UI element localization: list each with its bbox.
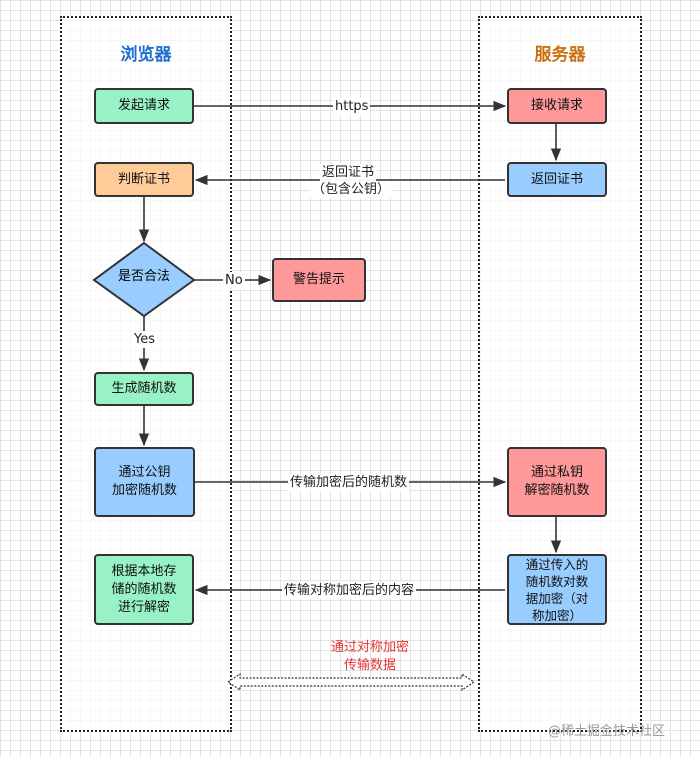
return-cert-node: 返回证书: [507, 162, 607, 197]
encrypted-random-label: 传输加密后的随机数: [288, 474, 410, 491]
https-label: https: [333, 98, 371, 115]
warning-node: 警告提示: [272, 258, 366, 302]
decrypt-data-node: 根据本地存 储的随机数 进行解密: [94, 554, 194, 625]
return-cert-label-line2: （包含公钥）: [310, 181, 393, 198]
return-cert-label-line1: 返回证书: [320, 164, 377, 181]
browser-lane-title: 浏览器: [120, 45, 172, 65]
decrypt-random-node: 通过私钥 解密随机数: [507, 447, 607, 517]
symmetric-transfer-arrow: [226, 672, 476, 692]
server-lane-title: 服务器: [534, 45, 586, 65]
no-label: No: [223, 272, 245, 289]
yes-label: Yes: [132, 331, 157, 348]
gen-random-node: 生成随机数: [94, 372, 194, 406]
encrypt-data-node: 通过传入的 随机数对数 据加密（对 称加密）: [507, 554, 607, 625]
judge-cert-node: 判断证书: [94, 162, 194, 197]
is-valid-diamond: [92, 241, 196, 318]
is-valid-label: 是否合法: [117, 269, 170, 284]
receive-request-node: 接收请求: [507, 88, 607, 124]
watermark: @稀土掘金技术社区: [548, 724, 666, 739]
symmetric-transfer-note: 通过对称加密 传输数据: [330, 640, 409, 673]
encrypt-random-node: 通过公钥 加密随机数: [94, 447, 195, 517]
encrypted-content-label: 传输对称加密后的内容: [282, 582, 417, 599]
send-request-node: 发起请求: [94, 88, 194, 124]
